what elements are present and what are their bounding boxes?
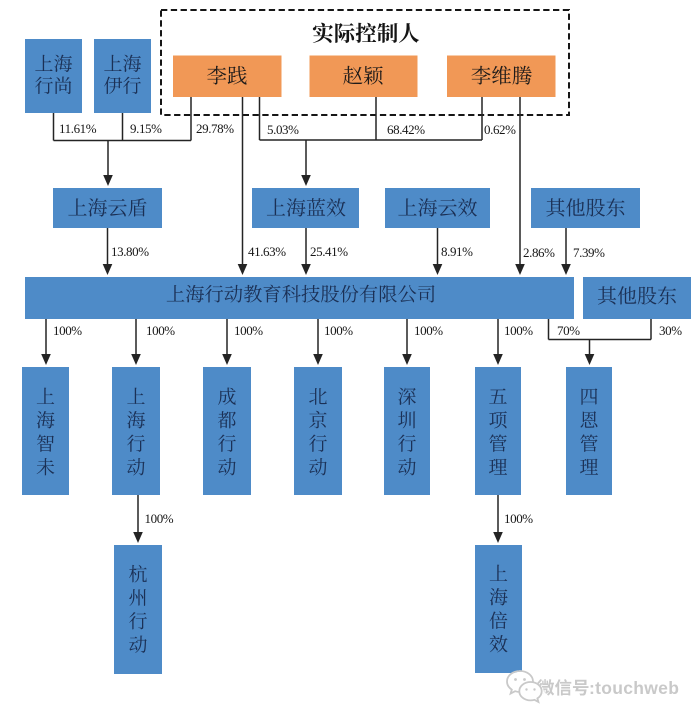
svg-text:8.91%: 8.91% <box>441 244 473 259</box>
svg-text:100%: 100% <box>146 323 175 338</box>
svg-text::touchweb: :touchweb <box>590 679 680 699</box>
svg-text:5.03%: 5.03% <box>267 122 299 137</box>
svg-text:11.61%: 11.61% <box>59 121 97 136</box>
svg-text:41.63%: 41.63% <box>248 244 286 259</box>
svg-text:30%: 30% <box>659 323 682 338</box>
svg-text:70%: 70% <box>557 323 580 338</box>
svg-text::touchweb: :touchweb <box>589 678 679 698</box>
svg-text:100%: 100% <box>234 323 263 338</box>
svg-text:2.86%: 2.86% <box>523 245 555 260</box>
svg-text:100%: 100% <box>414 323 443 338</box>
svg-text:100%: 100% <box>53 323 82 338</box>
svg-text:100%: 100% <box>504 323 533 338</box>
svg-text:25.41%: 25.41% <box>310 244 348 259</box>
svg-text:0.62%: 0.62% <box>484 122 516 137</box>
svg-text:100%: 100% <box>145 511 174 526</box>
svg-text:100%: 100% <box>504 511 533 526</box>
svg-text:7.39%: 7.39% <box>573 245 605 260</box>
svg-text:13.80%: 13.80% <box>111 244 149 259</box>
svg-text:100%: 100% <box>324 323 353 338</box>
svg-text:9.15%: 9.15% <box>130 121 162 136</box>
svg-text:68.42%: 68.42% <box>387 122 425 137</box>
svg-text:29.78%: 29.78% <box>196 121 234 136</box>
